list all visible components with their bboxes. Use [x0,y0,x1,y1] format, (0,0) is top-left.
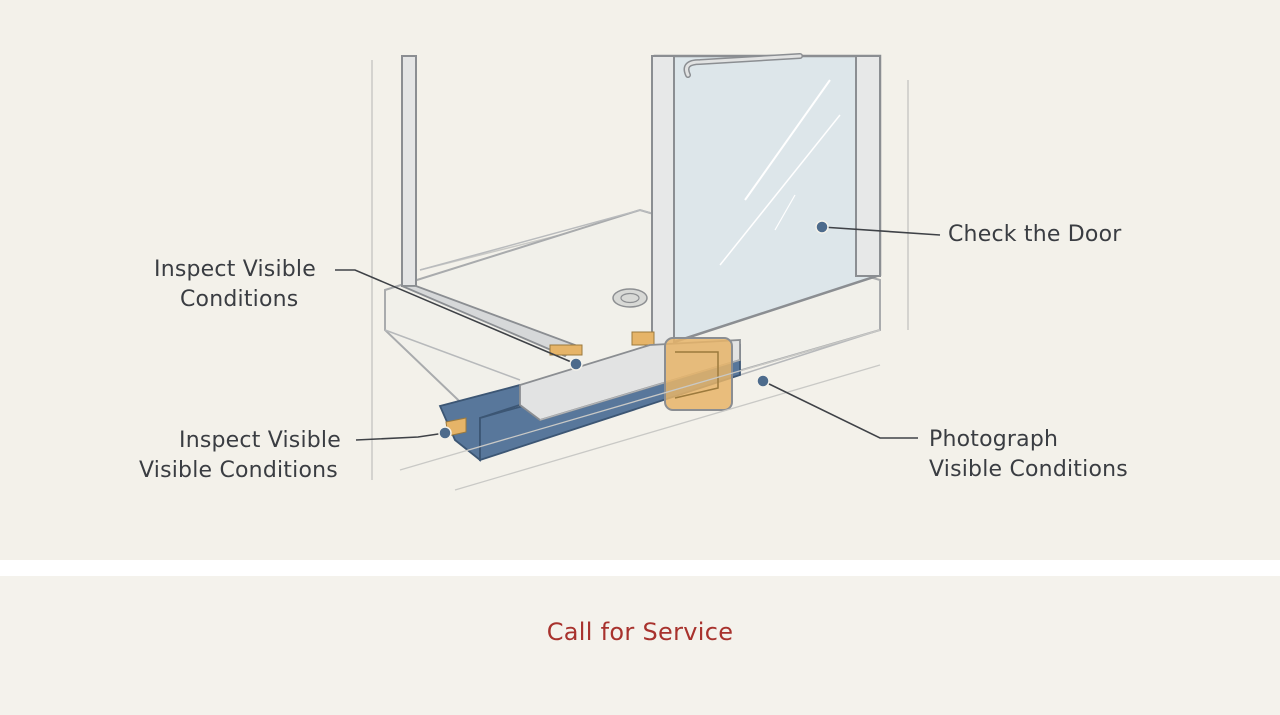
callout-inspect-lower-line2: Visible Conditions [139,458,338,483]
leader-lines [335,226,941,441]
drain [612,288,648,308]
callout-inspect-upper-line1: Inspect Visible [154,257,316,282]
callout-inspect-upper-line2: Conditions [180,287,299,312]
callout-markers [438,220,829,440]
shower-illustration [335,53,941,491]
callout-photograph-line1: Photograph [929,427,1059,452]
callout-inspect-lower: Inspect Visible Visible Conditions [139,426,341,486]
callout-photograph-line2: Visible Conditions [929,457,1128,482]
section-divider [0,560,1280,576]
callout-check-door: Check the Door [948,220,1121,250]
shower-threshold-diagram: Inspect Visible Conditions Inspect Visib… [139,53,1128,491]
footer: Call for Service [0,576,1280,715]
call-for-service-link[interactable]: Call for Service [546,618,734,646]
left-frame [401,55,577,358]
callout-check-door-text: Check the Door [948,222,1122,247]
callout-inspect-upper: Inspect Visible Conditions [154,255,316,315]
floor-lines [399,329,881,491]
marker-inspect-lower [438,426,452,440]
glass-door [651,54,882,349]
marker-check-door [815,220,829,234]
end-cap-highlight [664,337,733,411]
callout-photograph: Photograph Visible Conditions [929,425,1128,485]
marker-photograph [756,374,770,388]
marker-inspect-upper [569,357,583,371]
callout-inspect-lower-line1: Inspect Visible [179,428,341,453]
door-handle [683,53,803,78]
